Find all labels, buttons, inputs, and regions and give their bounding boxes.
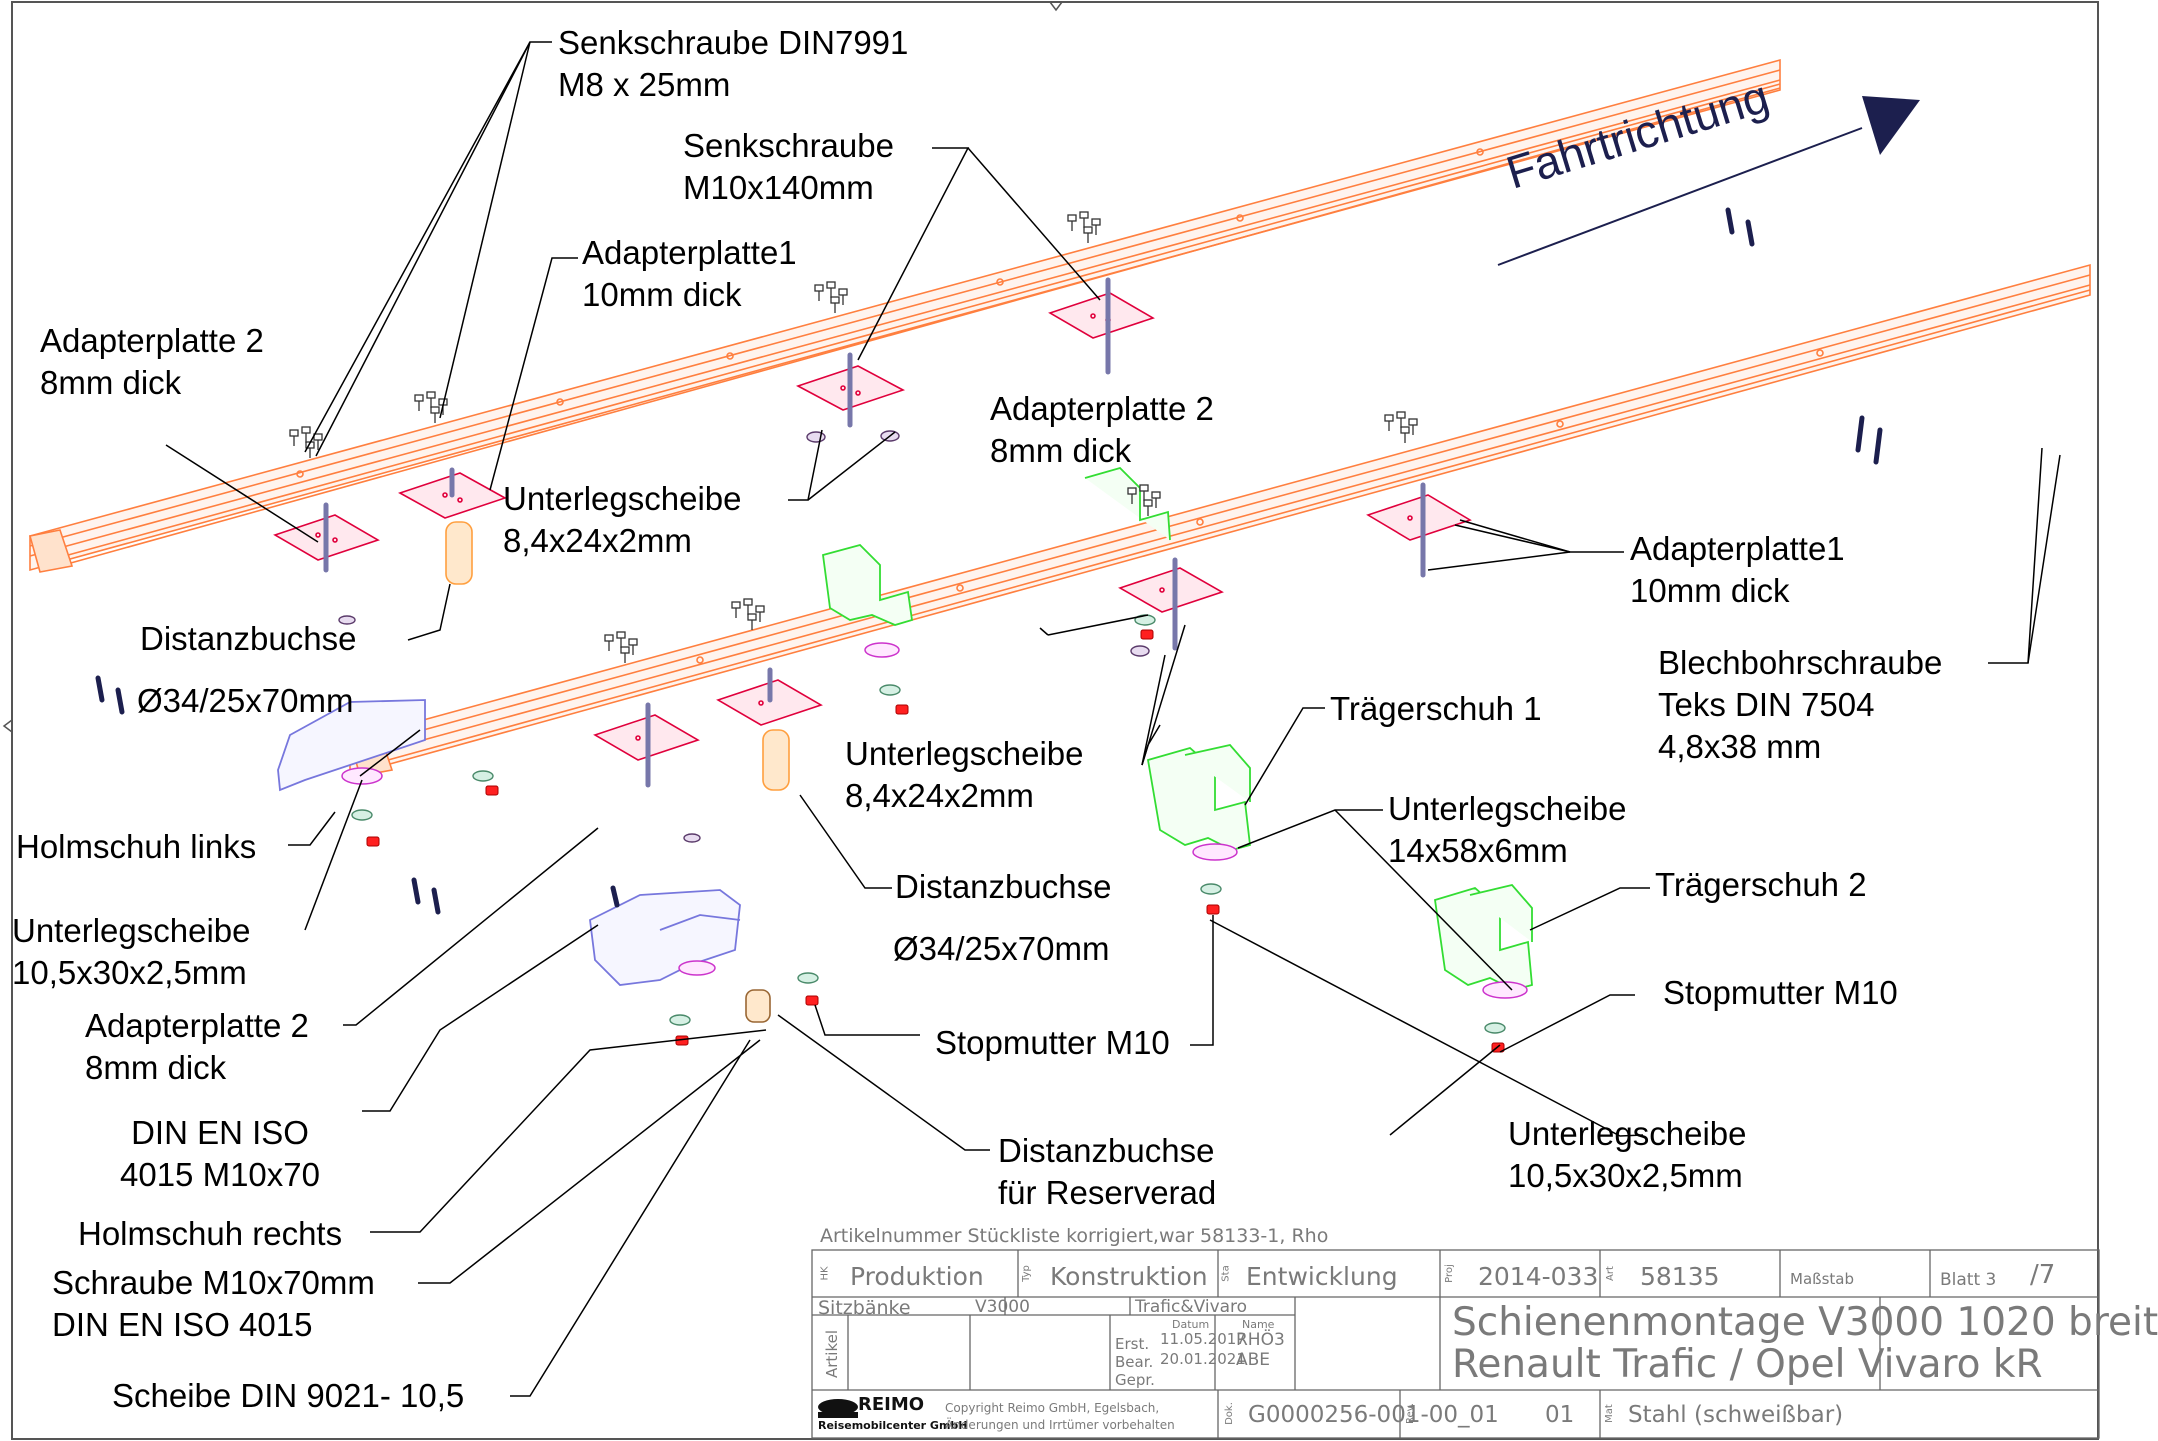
label-stopmutter-right: Stopmutter M10 <box>1663 974 1898 1011</box>
bushing-reserve <box>745 989 771 1023</box>
tb-typ: Konstruktion <box>1050 1262 1208 1291</box>
tb-art: 58135 <box>1640 1262 1720 1291</box>
holmschuh-rechts <box>589 889 741 986</box>
tb-group3: Trafic&Vivaro <box>1135 1297 1248 1317</box>
shoe-3 <box>822 543 914 626</box>
tb-name2: ABE <box>1236 1350 1271 1370</box>
plate-f <box>1118 567 1224 613</box>
label-traegerschuh2: Trägerschuh 2 <box>1655 866 1867 903</box>
bolts <box>323 277 1426 788</box>
tb-company: Reisemobilcenter GmbH <box>818 1419 968 1432</box>
label-holmschuh-rechts: Holmschuh rechts <box>78 1215 343 1252</box>
direction-line <box>1497 127 1863 266</box>
screw-clusters <box>289 211 1418 663</box>
tb-mat: Stahl (schweißbar) <box>1628 1402 1844 1428</box>
label-dim-mid: Ø34/25x70mm <box>893 930 1110 967</box>
plate-d <box>1048 292 1155 339</box>
tb-bear: Bear. <box>1115 1353 1154 1371</box>
label-dim-left: Ø34/25x70mm <box>137 682 354 719</box>
tb-title-line1: Schienenmontage V3000 1020 breit <box>1452 1300 2158 1345</box>
plate-h <box>716 679 823 726</box>
tb-group1: Sitzbänke <box>818 1297 911 1319</box>
tb-datum-label: Datum <box>1172 1318 1210 1331</box>
tb-copyright1: Copyright Reimo GmbH, Egelsbach, <box>945 1401 1160 1415</box>
tb-typ-label: Typ <box>1020 1265 1032 1282</box>
tb-blatt: Blatt 3 <box>1940 1270 1997 1290</box>
tb-mat-label: Mat <box>1603 1404 1615 1423</box>
bushing-top <box>445 521 473 585</box>
stop-nuts <box>366 629 1505 1053</box>
tb-group2: V3000 <box>975 1297 1030 1317</box>
tb-logo: REIMO <box>858 1394 925 1415</box>
tb-datum2: 20.01.2021 <box>1160 1350 1246 1368</box>
rail-top <box>28 58 1781 573</box>
tb-hk-label: HK <box>819 1266 831 1281</box>
frame-center-mark-left <box>2 719 13 733</box>
tb-hk: Produktion <box>850 1262 984 1291</box>
small-washers <box>351 614 1506 1034</box>
self-tapping-screws <box>95 207 1883 915</box>
plate-e <box>1366 494 1472 541</box>
tb-massstab: Maßstab <box>1790 1270 1854 1288</box>
beam-shoes <box>277 699 741 986</box>
tb-name-label: Name <box>1242 1318 1275 1331</box>
tb-sta-label: Sta <box>1220 1265 1232 1282</box>
tb-name1: RHÖ3 <box>1236 1330 1285 1350</box>
tb-dok-label: Dok. <box>1223 1402 1235 1425</box>
frame-center-mark-top <box>1049 1 1063 12</box>
holmschuh-links <box>277 699 426 792</box>
tb-blatt-total: /7 <box>2030 1260 2056 1290</box>
tb-proj-label: Proj <box>1443 1264 1455 1283</box>
assembly-drawing <box>2 1 2100 1440</box>
tb-rev: 01 <box>1545 1402 1575 1428</box>
tb-title-line2: Renault Trafic / Opel Vivaro kR <box>1452 1342 2043 1387</box>
tb-copyright2: Änderungen und Irrtümer vorbehalten <box>945 1418 1175 1432</box>
tb-note: Artikelnummer Stückliste korrigiert,war … <box>820 1225 1329 1247</box>
large-washers <box>341 642 1528 999</box>
label-distanzbuchse-mid: Distanzbuchse <box>895 868 1112 905</box>
tb-gepr: Gepr. <box>1115 1371 1155 1389</box>
bushing-mid <box>762 729 790 791</box>
tb-datum1: 11.05.2017 <box>1160 1330 1246 1348</box>
tb-erst: Erst. <box>1115 1335 1150 1353</box>
label-distanzbuchse-left: Distanzbuchse <box>140 620 357 657</box>
label-traegerschuh1: Trägerschuh 1 <box>1330 690 1542 727</box>
shoe-4 <box>1084 466 1171 541</box>
tb-rev-label: Rev. <box>1404 1403 1416 1424</box>
direction-arrow-head <box>1862 96 1920 155</box>
label-holmschuh-links: Holmschuh links <box>16 828 257 865</box>
tb-proj: 2014-033 <box>1478 1262 1599 1291</box>
tb-art-label: Art <box>1604 1266 1616 1281</box>
bushings <box>445 521 790 1023</box>
label-stopmutter-mid: Stopmutter M10 <box>935 1024 1170 1061</box>
label-scheibe-din9021: Scheibe DIN 9021- 10,5 <box>112 1377 465 1414</box>
tb-sta: Entwicklung <box>1246 1262 1398 1291</box>
leader-lines <box>165 41 2061 1397</box>
reimo-logo-mark <box>818 1399 858 1418</box>
carrier-shoes <box>822 466 1533 991</box>
tb-artikel-label: Artikel <box>823 1329 842 1379</box>
tb-dok: G0000256-001-00_01 <box>1248 1402 1499 1428</box>
title-block <box>811 1249 2100 1439</box>
